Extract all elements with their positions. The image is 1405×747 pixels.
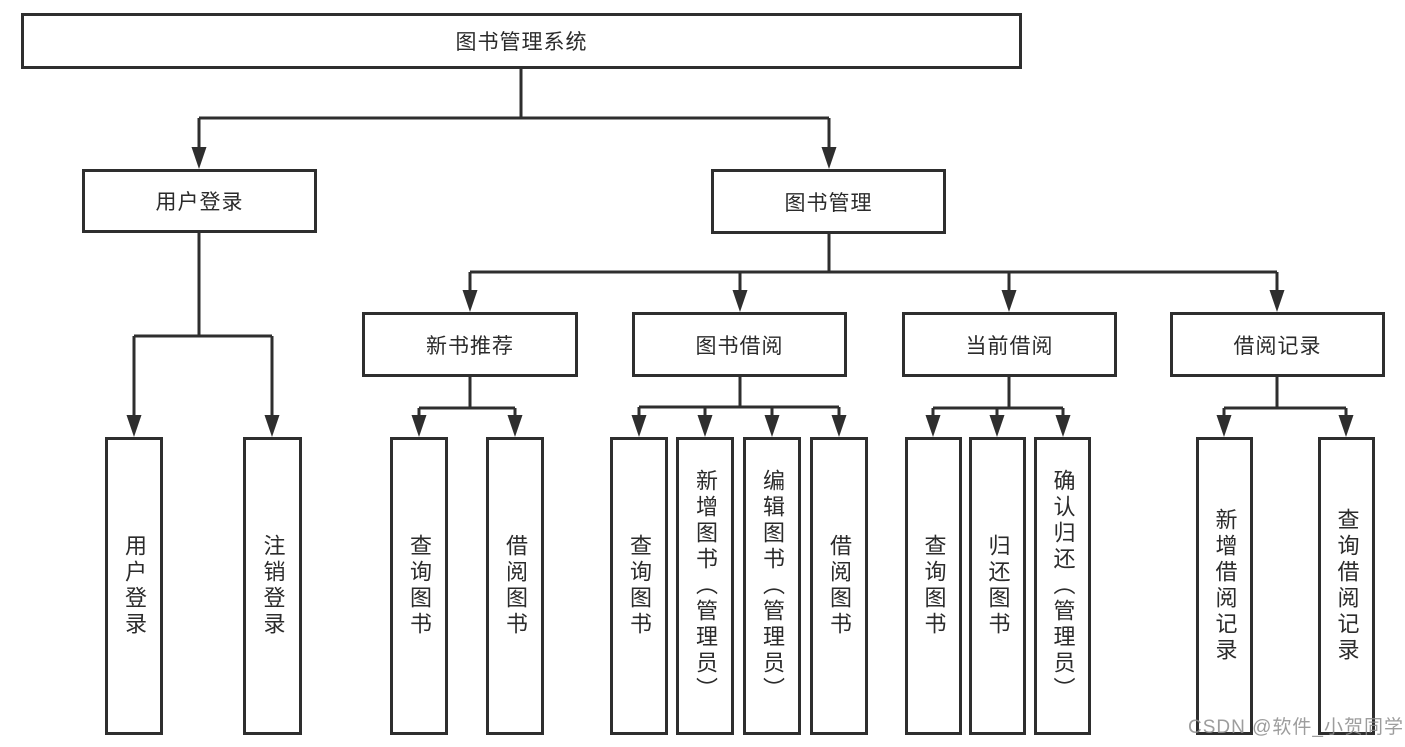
- node-borrowing-records: 借阅记录: [1170, 312, 1385, 377]
- leaf-add-borrowing-record: 新增借阅记录: [1196, 437, 1253, 735]
- node-book-management: 图书管理: [711, 169, 946, 234]
- leaf-confirm-return-admin: 确认归还（管理员）: [1034, 437, 1091, 735]
- csdn-watermark: CSDN @软件_小贺同学: [1188, 717, 1404, 738]
- leaf-query-borrowing-record: 查询借阅记录: [1318, 437, 1375, 735]
- leaf-return-books: 归还图书: [969, 437, 1026, 735]
- leaf-borrow-books-recommendation: 借阅图书: [486, 437, 544, 735]
- leaf-user-login: 用户登录: [105, 437, 163, 735]
- node-book-borrowing: 图书借阅: [632, 312, 847, 377]
- leaf-query-books-recommendation: 查询图书: [390, 437, 448, 735]
- leaf-logout: 注销登录: [243, 437, 302, 735]
- leaf-edit-books-admin: 编辑图书（管理员）: [743, 437, 801, 735]
- leaf-borrow-books-borrowing: 借阅图书: [810, 437, 868, 735]
- leaf-query-books-borrowing: 查询图书: [610, 437, 668, 735]
- leaf-query-books-current: 查询图书: [905, 437, 962, 735]
- node-user-login: 用户登录: [82, 169, 317, 233]
- node-current-borrowing: 当前借阅: [902, 312, 1117, 377]
- node-new-book-recommendation: 新书推荐: [362, 312, 578, 377]
- leaf-add-books-admin: 新增图书（管理员）: [676, 437, 734, 735]
- node-root-library-management-system: 图书管理系统: [21, 13, 1022, 69]
